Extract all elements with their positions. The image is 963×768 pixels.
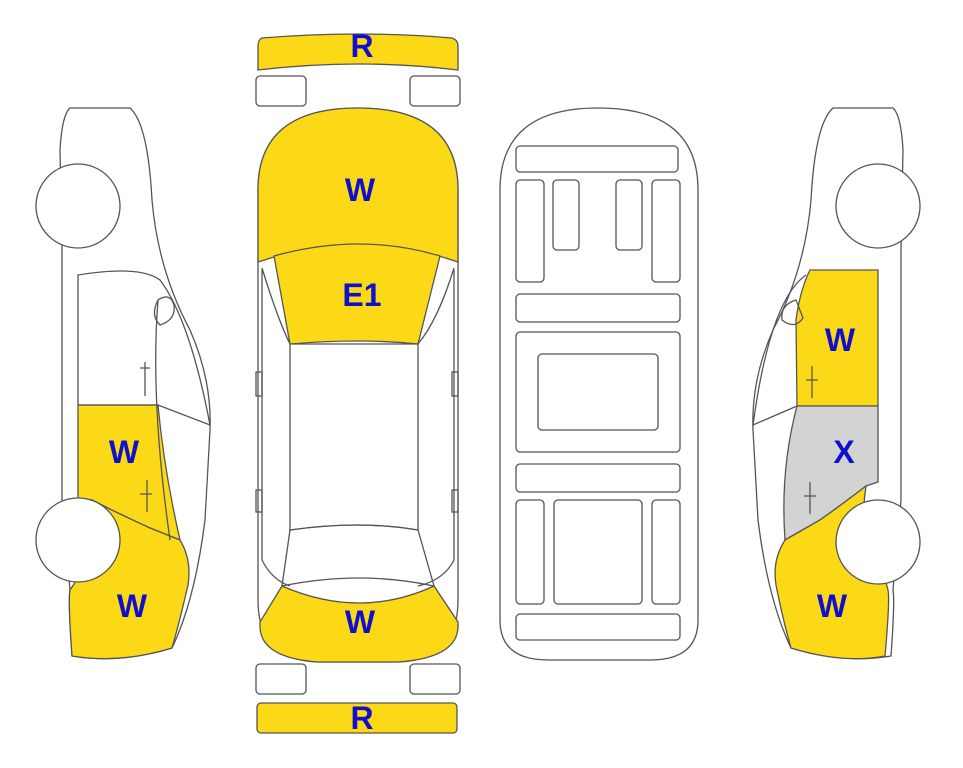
underbody-rear-right-rail xyxy=(651,499,681,605)
underbody-front-right-mount xyxy=(615,179,643,251)
left-mirror-top xyxy=(255,371,263,397)
front-bumper-code: R xyxy=(350,28,373,64)
right-rear-door-code: X xyxy=(833,434,855,470)
rear-bumper-code: R xyxy=(350,700,373,736)
left-window-frame xyxy=(77,270,211,427)
right-handle-top xyxy=(451,489,459,513)
left-door-line xyxy=(155,299,171,541)
right-mirror xyxy=(781,299,804,326)
underbody-front-bar xyxy=(515,145,679,173)
underbody-view xyxy=(499,107,699,661)
trunk-code: W xyxy=(345,604,376,640)
underbody-floor-inner xyxy=(537,353,659,431)
left-rear-door-code: W xyxy=(109,434,140,470)
right-window-frame xyxy=(752,274,807,427)
left-rear-wheel xyxy=(35,497,121,583)
underbody-rear-crossmember xyxy=(515,463,681,493)
windshield-panel[interactable] xyxy=(273,243,441,345)
top-view: R W E1 W R xyxy=(255,28,461,736)
left-door-handle-rear xyxy=(140,480,152,512)
right-pillar xyxy=(417,267,455,587)
right-door-handle-rear xyxy=(804,482,816,514)
left-mirror xyxy=(153,296,175,326)
right-front-door-panel[interactable] xyxy=(795,269,879,407)
underbody-front-left-rail xyxy=(515,179,545,283)
trunk-panel[interactable] xyxy=(259,585,459,663)
right-front-door-code: W xyxy=(825,322,856,358)
rear-bumper-panel[interactable] xyxy=(256,702,458,734)
front-right-light xyxy=(409,75,461,107)
right-side-view: W X W xyxy=(752,107,921,660)
right-rear-quarter-code: W xyxy=(817,588,848,624)
hood-code: W xyxy=(345,172,376,208)
underbody-front-right-rail xyxy=(651,179,681,283)
windshield-code: E1 xyxy=(342,277,381,313)
rear-left-light xyxy=(255,663,307,695)
underbody-crossmember xyxy=(515,293,681,323)
right-front-wheel xyxy=(835,163,921,249)
left-door-handle-front xyxy=(140,362,150,396)
underbody-spare-well xyxy=(553,499,643,605)
rear-right-light xyxy=(409,663,461,695)
underbody-front-left-mount xyxy=(552,179,580,251)
front-bumper-panel[interactable] xyxy=(257,33,459,71)
underbody-rear-bar xyxy=(515,613,681,641)
right-mirror-top xyxy=(451,371,459,397)
left-front-wheel xyxy=(35,163,121,249)
left-side-view: W W xyxy=(35,107,211,660)
right-door-handle-front xyxy=(806,366,818,398)
front-left-light xyxy=(255,75,307,107)
left-rear-quarter-code: W xyxy=(117,588,148,624)
left-handle-top xyxy=(255,489,263,513)
underbody-rear-left-rail xyxy=(515,499,545,605)
right-rear-wheel xyxy=(835,499,921,585)
